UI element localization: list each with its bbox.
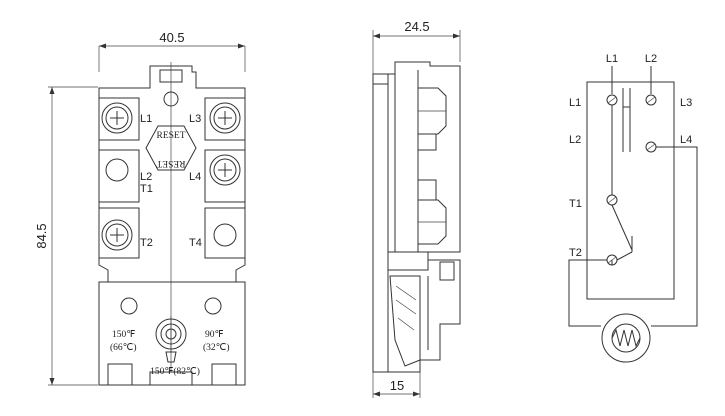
screw-l4 <box>209 154 241 186</box>
reset-label-bottom: RESET <box>156 158 185 168</box>
screw-t2 <box>101 219 133 251</box>
front-height-value: 84.5 <box>34 223 49 248</box>
temperature-dial: 150℉ (66℃) 90℉ (32℃) 150℉(82℃) <box>110 316 230 377</box>
dial-left-f: 150℉ <box>112 330 135 340</box>
side-base-value: 15 <box>390 378 404 393</box>
front-width-dimension: 40.5 <box>98 30 246 72</box>
schem-label-t2: T2 <box>569 247 582 259</box>
schem-label-l1: L1 <box>569 97 581 109</box>
front-label-t4: T4 <box>189 237 202 249</box>
reset-button: RESET RESET <box>145 125 197 171</box>
wiring-schematic: L1 L2 L1 L2 L3 L4 T1 T2 <box>568 53 698 363</box>
screw-l3 <box>209 102 241 134</box>
front-label-l3: L3 <box>189 113 201 125</box>
front-label-l1: L1 <box>140 113 152 125</box>
screw-l1 <box>101 102 133 134</box>
front-view: 40.5 84.5 <box>34 30 246 386</box>
heating-element-icon <box>601 313 651 363</box>
dial-right-c: (32℃) <box>203 342 230 353</box>
schem-label-l4: L4 <box>680 134 692 146</box>
schem-label-t1: T1 <box>569 198 582 210</box>
front-width-value: 40.5 <box>159 30 184 45</box>
side-base-dimension: 15 <box>372 372 421 398</box>
hole-t1 <box>105 158 129 182</box>
dial-left-c: (66℃) <box>110 342 137 353</box>
dial-bottom: 150℉(82℃) <box>150 366 200 377</box>
schem-label-l1-top: L1 <box>606 53 618 65</box>
side-width-value: 24.5 <box>404 19 429 34</box>
side-width-dimension: 24.5 <box>372 19 461 74</box>
hole-t4 <box>213 223 237 247</box>
front-height-dimension: 84.5 <box>34 86 98 386</box>
front-label-l4: L4 <box>189 171 201 183</box>
front-label-t2: T2 <box>140 237 153 249</box>
side-view: 24.5 15 <box>372 19 461 398</box>
schem-label-l2-top: L2 <box>645 53 657 65</box>
schem-label-l2: L2 <box>569 134 581 146</box>
dial-right-f: 90℉ <box>205 330 224 340</box>
front-label-t1: T1 <box>140 183 153 195</box>
reset-label-top: RESET <box>156 131 185 141</box>
front-label-l2: L2 <box>140 171 152 183</box>
schem-label-l3: L3 <box>680 97 692 109</box>
